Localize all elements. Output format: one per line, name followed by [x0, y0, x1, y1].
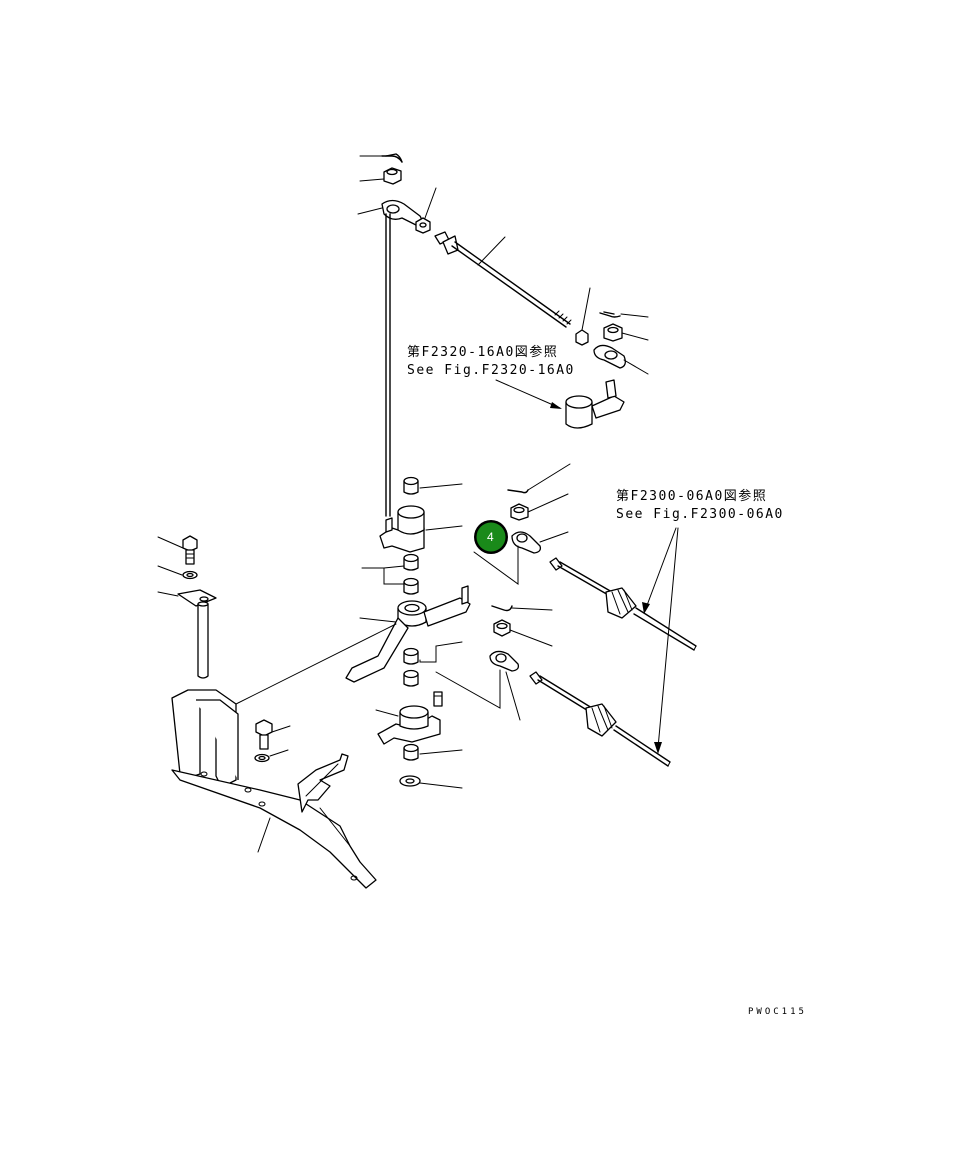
drawing-code: PWOC115 — [748, 1007, 807, 1017]
middle-assembly — [345, 463, 571, 789]
bolt-left — [182, 535, 198, 565]
bolt-bracket — [255, 719, 273, 750]
nut-lower — [493, 619, 511, 637]
cables — [529, 527, 697, 767]
cable-lower — [529, 671, 671, 767]
mounting-bracket — [171, 623, 397, 889]
reference-right-jp: 第F2300-06A0図参照 — [616, 488, 767, 504]
reference-upper-en: See Fig.F2320-16A0 — [407, 363, 575, 378]
rod-end-mid — [511, 531, 542, 554]
left-assembly — [157, 535, 217, 679]
bushing-6 — [403, 743, 419, 761]
bushing-3 — [403, 577, 419, 595]
reference-upper-jp: 第F2320-16A0図参照 — [407, 344, 558, 360]
nut-mid — [510, 503, 529, 521]
nut-top-right — [603, 323, 623, 342]
callout-4-label[interactable]: 4 — [487, 530, 494, 544]
lever-lower — [377, 705, 441, 745]
washer-lower — [399, 775, 421, 787]
bushing-5 — [403, 669, 419, 687]
washer-left — [182, 570, 198, 580]
cable-upper — [549, 557, 697, 651]
cotter-pin-top — [381, 153, 403, 163]
small-nut-top — [415, 217, 431, 234]
upper-assembly — [357, 153, 649, 517]
adjusting-rod — [434, 231, 572, 328]
pin-left — [197, 601, 209, 679]
lever-upper — [565, 379, 625, 429]
washer-bracket — [254, 753, 270, 763]
nut-mid-right — [575, 329, 589, 346]
pin-bracket — [177, 589, 217, 607]
rod-end-top-right — [593, 344, 626, 369]
callout-4[interactable]: 4 — [474, 520, 508, 554]
bolt-lower-lever — [433, 691, 443, 707]
callout-4-fill[interactable] — [476, 522, 506, 552]
lever-mid — [379, 505, 425, 553]
bushing-4 — [403, 647, 419, 665]
reference-right-en: See Fig.F2300-06A0 — [616, 507, 784, 522]
bushing-1 — [403, 476, 419, 495]
nut-top — [383, 167, 402, 185]
rod-end-lower — [489, 650, 520, 672]
bell-crank — [345, 585, 471, 683]
bushing-2 — [403, 553, 419, 571]
